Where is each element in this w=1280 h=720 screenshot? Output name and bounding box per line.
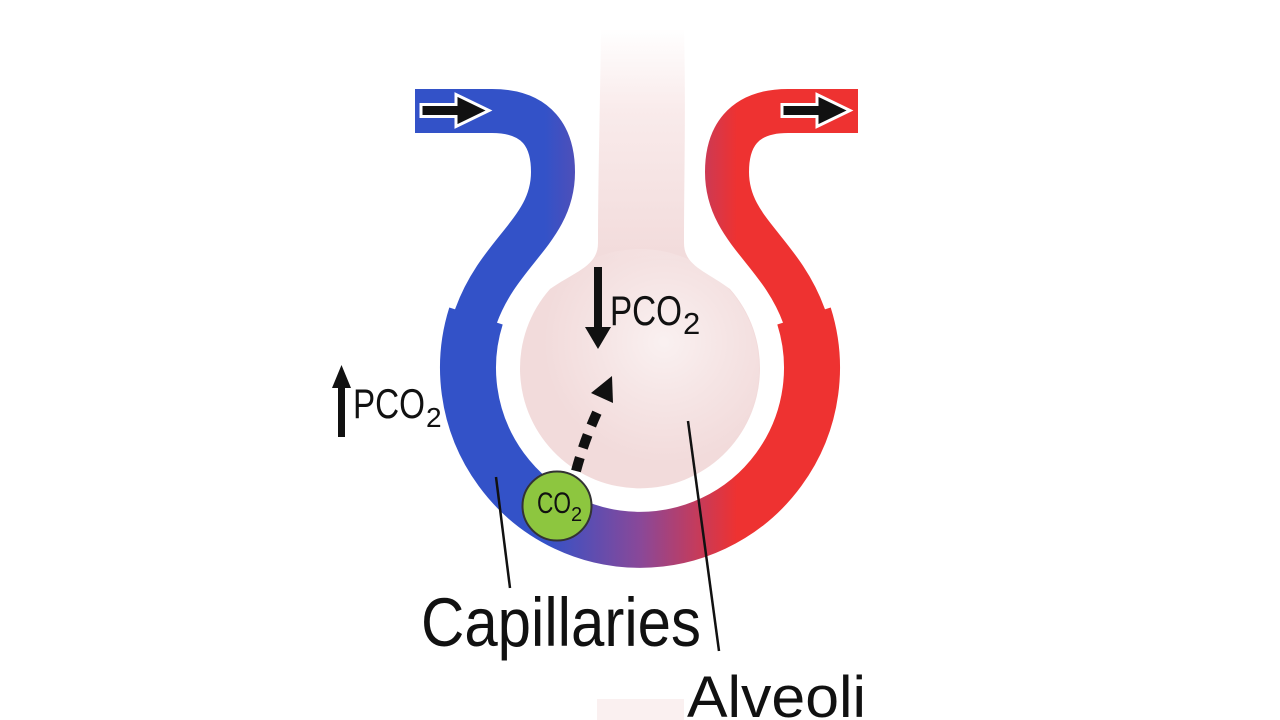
co2-bubble-label: CO 2 xyxy=(537,487,582,526)
alveolus-highlight xyxy=(521,249,759,487)
alveolar-duct-faint xyxy=(597,699,684,720)
pco2-decrease-arrow-icon xyxy=(585,267,611,349)
alveoli-pointer-line xyxy=(686,420,721,652)
capillary-outflow-tube xyxy=(704,89,858,357)
capillaries-pointer-line xyxy=(494,476,512,589)
outflow-direction-arrow-icon xyxy=(780,92,854,129)
pco2-increase-arrow-icon xyxy=(332,365,351,437)
alveolar-pco2-label: PCO 2 xyxy=(610,287,700,341)
co2-diffusion-arrow-icon xyxy=(571,376,613,473)
inflow-direction-arrow-icon xyxy=(419,92,493,129)
capillaries-label: Capillaries xyxy=(421,584,701,661)
co2-bubble xyxy=(521,470,593,542)
capillary-ring xyxy=(440,307,840,568)
capillary-pco2-label: PCO 2 xyxy=(353,380,442,433)
capillary-inflow-tube xyxy=(415,89,576,357)
alveoli-label: Alveoli xyxy=(687,665,866,720)
